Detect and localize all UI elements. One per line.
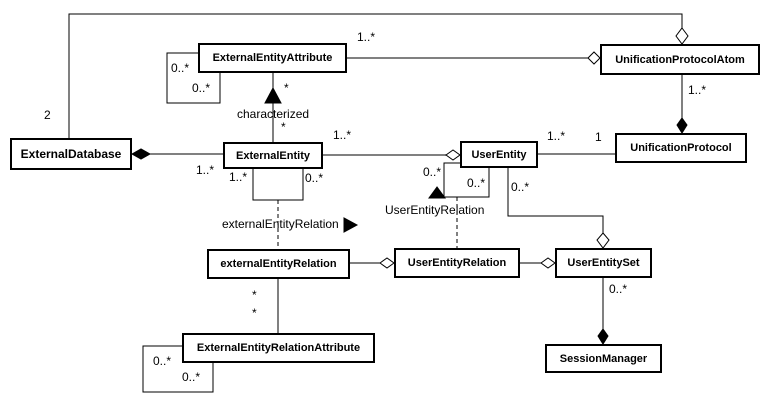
association-name-label: UserEntityRelation: [385, 203, 485, 217]
multiplicity-label: 1: [595, 130, 602, 144]
composition-diamond-icon: [597, 328, 609, 345]
class-box-external-entity-relation[interactable]: externalEntityRelation: [207, 249, 350, 279]
multiplicity-label: *: [252, 306, 257, 320]
class-box-unification-protocol-atom[interactable]: UnificationProtocolAtom: [600, 44, 760, 75]
multiplicity-label: 0..*: [467, 176, 486, 190]
multiplicity-label: 1..*: [547, 129, 566, 143]
eera-self-association-loop: [142, 345, 214, 393]
class-label: ExternalEntityAttribute: [212, 52, 333, 64]
multiplicity-label: *: [252, 288, 257, 302]
aggregation-diamond-icon: [587, 51, 601, 65]
class-label: ExternalEntity: [236, 149, 310, 162]
eea-self-association-loop: [166, 52, 221, 104]
association-name-label: externalEntityRelation: [222, 217, 339, 231]
class-label: UserEntity: [471, 148, 527, 161]
class-box-user-entity-set[interactable]: UserEntitySet: [555, 248, 652, 278]
class-label: ExternalEntityRelationAttribute: [196, 342, 361, 354]
class-box-user-entity[interactable]: UserEntity: [460, 141, 538, 168]
multiplicity-label: 1..*: [688, 83, 707, 97]
class-box-external-database[interactable]: ExternalDatabase: [10, 138, 132, 170]
class-box-external-entity[interactable]: ExternalEntity: [223, 142, 323, 169]
class-box-unification-protocol[interactable]: UnificationProtocol: [615, 133, 747, 163]
multiplicity-label: 1..*: [229, 170, 248, 184]
multiplicity-label: 1..*: [333, 128, 352, 142]
class-label: SessionManager: [559, 352, 648, 365]
class-label: ExternalDatabase: [20, 147, 122, 161]
direction-triangle-right-icon: [343, 217, 359, 233]
multiplicity-label: 0..*: [305, 171, 324, 185]
class-label: UnificationProtocolAtom: [615, 53, 745, 66]
aggregation-diamond-icon: [675, 27, 689, 45]
class-box-user-entity-relation[interactable]: UserEntityRelation: [394, 248, 520, 278]
aggregation-diamond-icon: [540, 257, 556, 269]
aggregation-diamond-icon: [596, 232, 610, 249]
class-box-session-manager[interactable]: SessionManager: [545, 344, 662, 373]
association-name-label: characterized: [237, 107, 310, 121]
direction-triangle-up-icon: [264, 86, 282, 104]
direction-triangle-up-icon: [428, 186, 446, 199]
aggregation-diamond-icon: [379, 257, 395, 269]
multiplicity-label: 0..*: [192, 81, 211, 95]
multiplicity-label: 2: [44, 108, 51, 122]
class-label: UserEntitySet: [567, 257, 640, 269]
multiplicity-label: *: [284, 81, 289, 95]
multiplicity-label: 0..*: [171, 61, 190, 75]
multiplicity-label: 0..*: [609, 282, 628, 296]
multiplicity-label: 0..*: [423, 165, 442, 179]
multiplicity-label: 0..*: [511, 180, 530, 194]
class-box-external-entity-attribute[interactable]: ExternalEntityAttribute: [198, 43, 347, 73]
multiplicity-label: 1..*: [196, 163, 215, 177]
class-box-external-entity-relation-attribute[interactable]: ExternalEntityRelationAttribute: [182, 333, 375, 363]
class-label: UserEntityRelation: [407, 257, 507, 269]
composition-diamond-icon: [130, 148, 152, 160]
multiplicity-label: 0..*: [182, 370, 201, 384]
ue-ues-association-line: [507, 168, 604, 233]
ee-self-association-loop: [252, 168, 304, 201]
multiplicity-label: 0..*: [153, 354, 172, 368]
multiplicity-label: 1..*: [357, 30, 376, 44]
composition-diamond-icon: [676, 117, 688, 134]
db-upa-association-line: [68, 13, 683, 138]
class-label: UnificationProtocol: [630, 142, 732, 154]
class-label: externalEntityRelation: [220, 258, 337, 270]
multiplicity-label: *: [281, 120, 286, 134]
aggregation-diamond-icon: [445, 149, 461, 161]
